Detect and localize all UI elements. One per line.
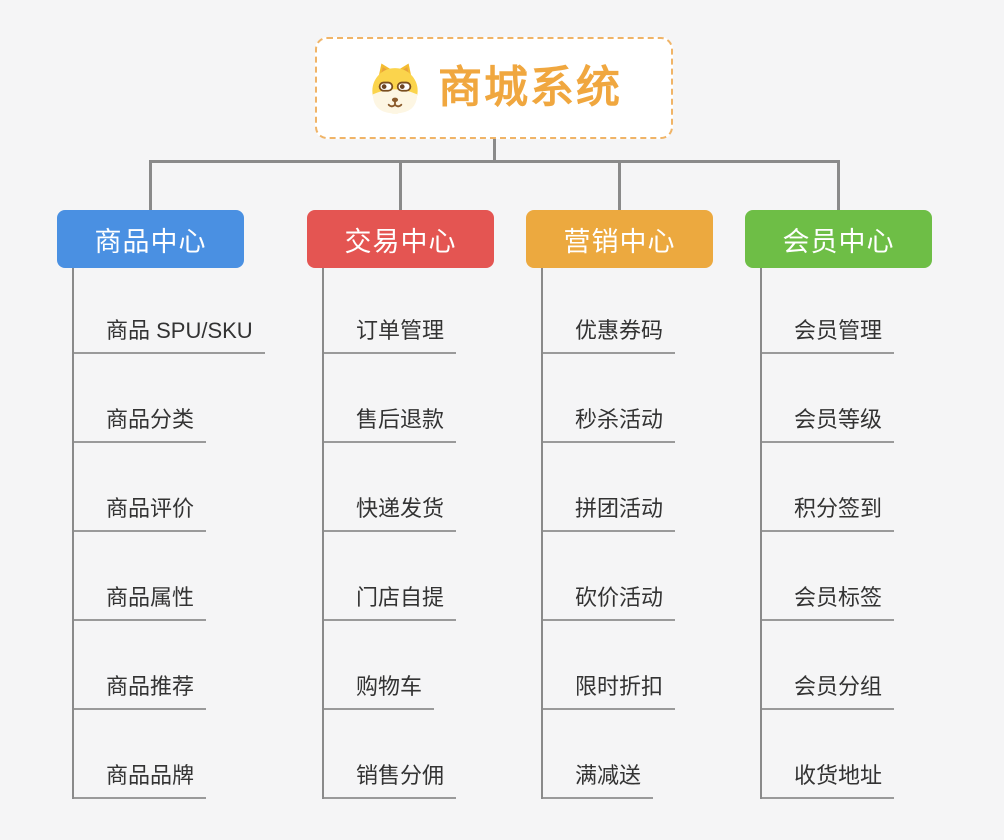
leaf-label[interactable]: 商品品牌: [74, 765, 207, 799]
leaf-node[interactable]: 门店自提: [324, 532, 457, 621]
leaf-label[interactable]: 商品推荐: [74, 676, 207, 710]
drop-line-4: [837, 160, 840, 210]
leaf-node[interactable]: 商品品牌: [74, 710, 265, 799]
leaf-node[interactable]: 快递发货: [324, 443, 457, 532]
leaf-node[interactable]: 会员分组: [762, 621, 895, 710]
leaf-label[interactable]: 销售分佣: [324, 765, 457, 799]
branch-marketing-center: 营销中心 优惠券码 秒杀活动 拼团活动 砍价活动 限时折扣 满减送: [526, 210, 713, 799]
leaf-node[interactable]: 购物车: [324, 621, 456, 710]
branch-leaf-list: 订单管理 售后退款 快递发货 门店自提 购物车 销售分佣: [322, 268, 457, 799]
leaf-label[interactable]: 会员分组: [762, 676, 895, 710]
branch-member-center: 会员中心 会员管理 会员等级 积分签到 会员标签 会员分组 收货地址: [745, 210, 932, 799]
leaf-label[interactable]: 会员管理: [762, 320, 895, 354]
branch-trade-center: 交易中心 订单管理 售后退款 快递发货 门店自提 购物车 销售分佣: [307, 210, 494, 799]
drop-line-2: [399, 160, 402, 210]
leaf-label[interactable]: 秒杀活动: [543, 409, 676, 443]
branch-header-marketing-center[interactable]: 营销中心: [526, 210, 713, 268]
leaf-node[interactable]: 商品分类: [74, 354, 265, 443]
leaf-label[interactable]: 商品分类: [74, 409, 207, 443]
leaf-label[interactable]: 购物车: [324, 676, 435, 710]
leaf-node[interactable]: 限时折扣: [543, 621, 676, 710]
leaf-node[interactable]: 满减送: [543, 710, 675, 799]
leaf-label[interactable]: 拼团活动: [543, 498, 676, 532]
branch-leaf-list: 会员管理 会员等级 积分签到 会员标签 会员分组 收货地址: [760, 268, 895, 799]
leaf-label[interactable]: 限时折扣: [543, 676, 676, 710]
leaf-label[interactable]: 商品评价: [74, 498, 207, 532]
leaf-node[interactable]: 拼团活动: [543, 443, 676, 532]
leaf-node[interactable]: 砍价活动: [543, 532, 676, 621]
branch-header-product-center[interactable]: 商品中心: [57, 210, 244, 268]
leaf-label[interactable]: 会员等级: [762, 409, 895, 443]
leaf-node[interactable]: 积分签到: [762, 443, 895, 532]
branch-header-member-center[interactable]: 会员中心: [745, 210, 932, 268]
leaf-label[interactable]: 收货地址: [762, 765, 895, 799]
leaf-node[interactable]: 会员标签: [762, 532, 895, 621]
leaf-node[interactable]: 售后退款: [324, 354, 457, 443]
root-node[interactable]: 商城系统: [315, 37, 673, 139]
leaf-node[interactable]: 商品属性: [74, 532, 265, 621]
branch-product-center: 商品中心 商品 SPU/SKU 商品分类 商品评价 商品属性 商品推荐 商品品牌: [57, 210, 265, 799]
leaf-node[interactable]: 订单管理: [324, 268, 457, 354]
leaf-node[interactable]: 商品 SPU/SKU: [74, 268, 265, 354]
leaf-label[interactable]: 满减送: [543, 765, 654, 799]
leaf-node[interactable]: 商品推荐: [74, 621, 265, 710]
leaf-label[interactable]: 砍价活动: [543, 587, 676, 621]
leaf-label[interactable]: 会员标签: [762, 587, 895, 621]
branch-header-trade-center[interactable]: 交易中心: [307, 210, 494, 268]
leaf-label[interactable]: 售后退款: [324, 409, 457, 443]
leaf-label[interactable]: 优惠券码: [543, 320, 676, 354]
drop-line-3: [618, 160, 621, 210]
branch-leaf-list: 商品 SPU/SKU 商品分类 商品评价 商品属性 商品推荐 商品品牌: [72, 268, 265, 799]
dog-face-icon: [366, 59, 424, 117]
leaf-node[interactable]: 收货地址: [762, 710, 895, 799]
leaf-node[interactable]: 会员等级: [762, 354, 895, 443]
leaf-node[interactable]: 秒杀活动: [543, 354, 676, 443]
leaf-node[interactable]: 会员管理: [762, 268, 895, 354]
leaf-node[interactable]: 商品评价: [74, 443, 265, 532]
leaf-node[interactable]: 优惠券码: [543, 268, 676, 354]
branch-bus-line: [149, 160, 840, 163]
leaf-label[interactable]: 订单管理: [324, 320, 457, 354]
leaf-label[interactable]: 商品 SPU/SKU: [74, 320, 265, 354]
leaf-label[interactable]: 商品属性: [74, 587, 207, 621]
drop-line-1: [149, 160, 152, 210]
branch-leaf-list: 优惠券码 秒杀活动 拼团活动 砍价活动 限时折扣 满减送: [541, 268, 676, 799]
leaf-label[interactable]: 积分签到: [762, 498, 895, 532]
root-stem-line: [493, 139, 496, 161]
leaf-label[interactable]: 快递发货: [324, 498, 457, 532]
leaf-node[interactable]: 销售分佣: [324, 710, 457, 799]
leaf-label[interactable]: 门店自提: [324, 587, 457, 621]
root-title: 商城系统: [438, 63, 622, 112]
